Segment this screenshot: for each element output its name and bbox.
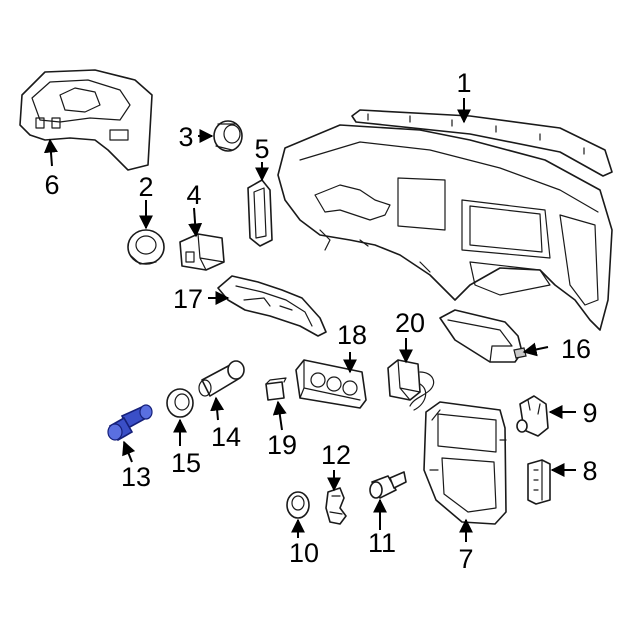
part-1-dash-trim-strip[interactable] — [351, 109, 613, 177]
callout-17: 17 — [173, 284, 203, 314]
part-10-knob[interactable] — [286, 491, 310, 519]
callout-12: 12 — [321, 440, 351, 470]
callout-3: 3 — [178, 122, 193, 152]
callout-14: 14 — [211, 422, 241, 452]
part-7-center-bezel[interactable] — [423, 401, 507, 525]
callout-18: 18 — [337, 320, 367, 350]
leader-4 — [188, 207, 203, 238]
callout-7: 7 — [458, 544, 473, 574]
part-18-climate-panel[interactable] — [295, 359, 367, 409]
callout-5: 5 — [254, 134, 269, 164]
callout-19: 19 — [267, 430, 297, 460]
callout-20: 20 — [395, 308, 425, 338]
part-5-vent-bezel[interactable] — [247, 179, 273, 247]
part-20-switch-harness[interactable] — [387, 359, 435, 411]
leader-14 — [210, 396, 225, 421]
part-6-cluster-bezel[interactable] — [19, 69, 153, 171]
callout-13: 13 — [121, 462, 151, 492]
callout-8: 8 — [582, 456, 597, 486]
callout-10: 10 — [289, 538, 319, 568]
part-instrument-panel[interactable] — [277, 124, 613, 331]
part-12-bracket[interactable] — [325, 487, 347, 525]
callout-11: 11 — [368, 528, 396, 558]
leader-lines — [43, 98, 576, 542]
part-4-switch[interactable] — [179, 233, 225, 271]
callout-4: 4 — [186, 180, 201, 210]
part-8-connector[interactable] — [527, 459, 551, 505]
callout-9: 9 — [582, 398, 597, 428]
callout-1: 1 — [456, 68, 471, 98]
callout-6: 6 — [44, 170, 59, 200]
part-19-switch[interactable] — [265, 377, 287, 401]
leader-13 — [122, 440, 136, 463]
part-14-lighter-element[interactable] — [198, 360, 245, 397]
part-13-highlighted[interactable] — [107, 404, 153, 442]
part-9-knob[interactable] — [516, 395, 549, 437]
part-11-knob[interactable] — [369, 471, 407, 499]
leader-19 — [272, 400, 287, 431]
part-3-knob[interactable] — [213, 120, 243, 152]
callout-2: 2 — [138, 172, 153, 202]
leader-6 — [43, 138, 58, 167]
part-15-ring[interactable] — [166, 388, 194, 418]
callout-15: 15 — [171, 448, 201, 478]
callout-16: 16 — [561, 334, 591, 364]
part-2-ignition-ring[interactable] — [127, 229, 165, 265]
leader-16 — [522, 342, 549, 357]
callout-labels: 1 2 3 4 5 6 7 8 9 10 11 12 13 14 15 16 1… — [44, 68, 597, 574]
part-17-lower-panel[interactable] — [217, 275, 327, 337]
part-16-glove-box[interactable] — [439, 309, 527, 363]
